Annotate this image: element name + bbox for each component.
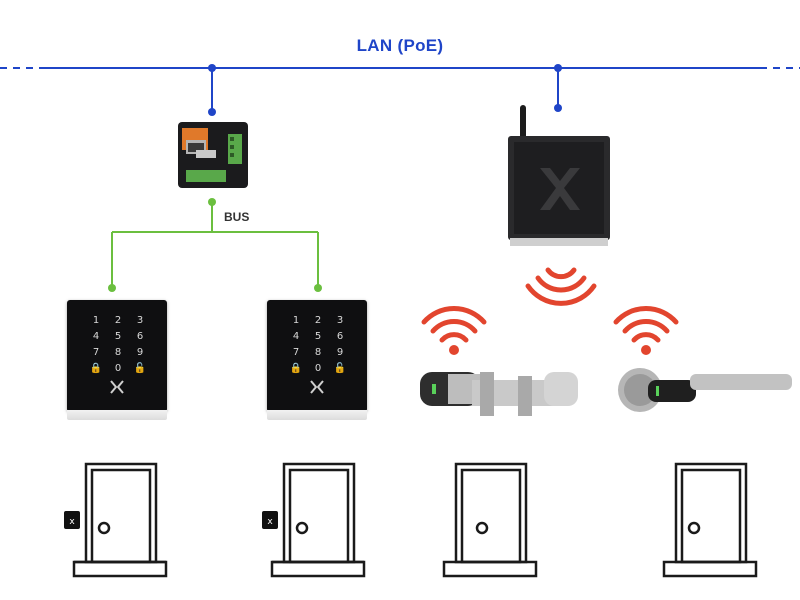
door-icon (442, 462, 538, 578)
door-icon (72, 462, 168, 578)
lan-title: LAN (PoE) (356, 36, 444, 55)
lock-icon[interactable]: 🔒 (289, 363, 303, 374)
wireless-signal-icon (525, 267, 597, 306)
keypad-key[interactable]: 9 (336, 347, 344, 358)
keypad-key[interactable]: 8 (314, 347, 322, 358)
keypad-base (67, 410, 167, 420)
keypad-key[interactable]: 1 (92, 315, 100, 326)
door-icon (662, 462, 758, 578)
bus-label: BUS (224, 210, 250, 224)
svg-text:x: x (267, 517, 273, 527)
keypad-key[interactable]: 3 (136, 315, 144, 326)
keypad-reader: 1 2 3 4 5 6 7 8 9 🔒 0 🔓 (267, 300, 367, 420)
unlock-icon[interactable]: 🔓 (333, 363, 347, 374)
keypad-key[interactable]: 0 (114, 363, 122, 374)
door-icon (270, 462, 366, 578)
lock-icon[interactable]: 🔒 (89, 363, 103, 374)
keypad-key[interactable]: 3 (336, 315, 344, 326)
lan-line (0, 64, 800, 116)
keypad-key[interactable]: 2 (114, 315, 122, 326)
keypad-key[interactable]: 5 (314, 331, 322, 342)
reader-icon: x (262, 511, 278, 529)
reader-icon: x (64, 511, 80, 529)
logo-icon (110, 380, 124, 394)
keypad-key[interactable]: 0 (314, 363, 322, 374)
keypad-key[interactable]: 1 (292, 315, 300, 326)
keypad-key[interactable]: 7 (292, 347, 300, 358)
keypad-base (267, 410, 367, 420)
keypad-reader: 1 2 3 4 5 6 7 8 9 🔒 0 🔓 (67, 300, 167, 420)
svg-text:x: x (69, 517, 75, 527)
digital-cylinder-icon (420, 372, 578, 416)
logo-icon (310, 380, 324, 394)
wireless-gateway-icon (508, 105, 610, 246)
keypad-key[interactable]: 4 (292, 331, 300, 342)
wireless-signal-icon (421, 306, 487, 355)
keypad-key[interactable]: 8 (114, 347, 122, 358)
keypad-key[interactable]: 6 (336, 331, 344, 342)
bus-line (108, 198, 322, 292)
bus-controller-icon (178, 122, 248, 188)
digital-handle-icon (618, 368, 792, 412)
keypad-key[interactable]: 6 (136, 331, 144, 342)
keypad-keys: 1 2 3 4 5 6 7 8 9 🔒 0 🔓 (85, 314, 151, 375)
keypad-key[interactable]: 9 (136, 347, 144, 358)
unlock-icon[interactable]: 🔓 (133, 363, 147, 374)
keypad-key[interactable]: 2 (314, 315, 322, 326)
keypad-keys: 1 2 3 4 5 6 7 8 9 🔒 0 🔓 (285, 314, 351, 375)
keypad-key[interactable]: 5 (114, 331, 122, 342)
keypad-key[interactable]: 4 (92, 331, 100, 342)
wireless-signal-icon (613, 306, 679, 355)
keypad-key[interactable]: 7 (92, 347, 100, 358)
